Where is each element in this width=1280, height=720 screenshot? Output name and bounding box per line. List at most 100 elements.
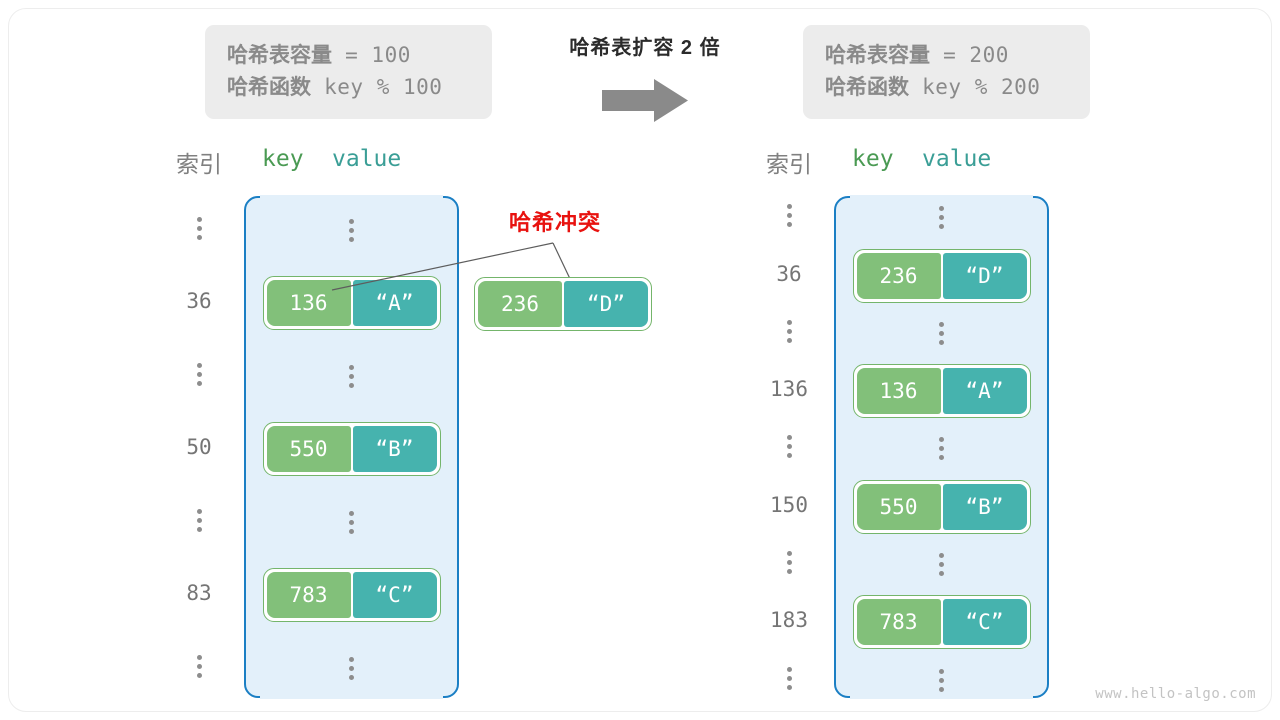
vertical-ellipsis-icon bbox=[786, 663, 792, 694]
pair-key: 550 bbox=[856, 483, 941, 530]
vertical-ellipsis-icon bbox=[349, 507, 354, 538]
bucket-cell-ellipsis bbox=[836, 314, 1047, 354]
vertical-ellipsis-icon bbox=[939, 318, 944, 349]
key-value-pair-chip: 236“D” bbox=[852, 248, 1031, 303]
right-function-expr: key % 200 bbox=[909, 75, 1041, 99]
bucket-cell-ellipsis bbox=[836, 198, 1047, 238]
index-cell bbox=[750, 543, 828, 583]
left-header-index: 索引 bbox=[176, 152, 222, 178]
pair-value: “C” bbox=[352, 572, 437, 618]
bucket-cell-ellipsis bbox=[836, 545, 1047, 585]
bucket-cell-ellipsis bbox=[246, 490, 457, 554]
pair-key: 136 bbox=[266, 280, 351, 326]
vertical-ellipsis-icon bbox=[939, 202, 944, 233]
pair-key: 136 bbox=[856, 368, 941, 415]
right-capacity-line: 哈希表容量 = 200 bbox=[825, 39, 1068, 71]
right-arrow-icon bbox=[602, 79, 688, 122]
index-cell: 136 bbox=[770, 377, 808, 402]
pair-key: 550 bbox=[266, 426, 351, 472]
key-value-pair-chip: 550“B” bbox=[262, 422, 441, 476]
right-header-index: 索引 bbox=[766, 152, 812, 178]
right-capacity-label: 哈希表容量 bbox=[825, 43, 930, 67]
vertical-ellipsis-icon bbox=[349, 215, 354, 246]
left-function-expr: key % 100 bbox=[311, 75, 443, 99]
index-cell: 83 bbox=[186, 581, 212, 605]
key-value-pair-chip: 783“C” bbox=[262, 568, 441, 622]
vertical-ellipsis-icon bbox=[349, 653, 354, 684]
diagram-frame bbox=[8, 8, 1272, 712]
vertical-ellipsis-icon bbox=[939, 549, 944, 580]
bucket-cell-ellipsis bbox=[836, 660, 1047, 700]
pair-key: 783 bbox=[856, 599, 941, 646]
bucket-cell-ellipsis bbox=[246, 344, 457, 408]
bucket-cell-ellipsis bbox=[836, 429, 1047, 469]
bucket-cell-ellipsis bbox=[246, 198, 457, 262]
index-cell bbox=[160, 634, 238, 698]
index-cell bbox=[750, 196, 828, 236]
bucket-cell-filled: 783“C” bbox=[246, 554, 457, 636]
vertical-ellipsis-icon bbox=[196, 651, 202, 682]
right-hashtable-info-box: 哈希表容量 = 200 哈希函数 key % 200 bbox=[803, 25, 1090, 119]
index-cell bbox=[160, 196, 238, 260]
key-value-pair-chip: 136“A” bbox=[852, 364, 1031, 419]
vertical-ellipsis-icon bbox=[196, 359, 202, 390]
resize-title: 哈希表扩容 2 倍 bbox=[569, 37, 721, 59]
index-cell: 150 bbox=[770, 492, 808, 517]
left-function-line: 哈希函数 key % 100 bbox=[227, 71, 470, 103]
vertical-ellipsis-icon bbox=[786, 316, 792, 347]
bucket-cell-filled: 783“C” bbox=[836, 584, 1047, 660]
hash-collision-label: 哈希冲突 bbox=[508, 210, 601, 235]
bucket-cell-filled: 550“B” bbox=[246, 408, 457, 490]
bucket-cell-filled: 236“D” bbox=[836, 238, 1047, 314]
right-header-key: key bbox=[852, 146, 894, 172]
key-value-pair-chip: 550“B” bbox=[852, 479, 1031, 534]
right-header-value: value bbox=[922, 146, 992, 172]
bucket-cell-filled: 136“A” bbox=[836, 353, 1047, 429]
index-cell bbox=[160, 342, 238, 406]
pair-key: 236 bbox=[856, 252, 941, 299]
left-bucket-column: 136“A” 550“B” 783“C” bbox=[244, 195, 459, 700]
index-cell: 36 bbox=[776, 261, 802, 286]
index-cell bbox=[750, 658, 828, 698]
left-capacity-label: 哈希表容量 bbox=[227, 43, 332, 67]
key-value-pair-chip: 136“A” bbox=[262, 276, 441, 330]
index-cell bbox=[750, 427, 828, 467]
vertical-ellipsis-icon bbox=[786, 547, 792, 578]
left-header-key: key bbox=[262, 146, 304, 172]
pair-value: “A” bbox=[352, 280, 437, 326]
colliding-pair-value: “D” bbox=[564, 281, 648, 327]
index-cell bbox=[160, 488, 238, 552]
pair-key: 783 bbox=[266, 572, 351, 618]
left-column-headers: 索引 key value bbox=[160, 145, 401, 179]
vertical-ellipsis-icon bbox=[939, 665, 944, 696]
left-header-value: value bbox=[332, 146, 402, 172]
left-capacity-expr: = 100 bbox=[332, 43, 411, 67]
vertical-ellipsis-icon bbox=[786, 431, 792, 462]
left-capacity-line: 哈希表容量 = 100 bbox=[227, 39, 470, 71]
pair-value: “D” bbox=[942, 252, 1027, 299]
right-column-headers: 索引 key value bbox=[750, 145, 991, 179]
right-function-label: 哈希函数 bbox=[825, 75, 909, 99]
pair-value: “A” bbox=[942, 368, 1027, 415]
vertical-ellipsis-icon bbox=[349, 361, 354, 392]
key-value-pair-chip: 783“C” bbox=[852, 595, 1031, 650]
collision-connector-lines bbox=[331, 242, 573, 291]
index-cell bbox=[750, 312, 828, 352]
pair-value: “B” bbox=[942, 483, 1027, 530]
vertical-ellipsis-icon bbox=[196, 213, 202, 244]
right-function-line: 哈希函数 key % 200 bbox=[825, 71, 1068, 103]
bucket-cell-ellipsis bbox=[246, 636, 457, 700]
bucket-cell-filled: 136“A” bbox=[246, 262, 457, 344]
site-watermark: www.hello-algo.com bbox=[1095, 686, 1256, 702]
pair-value: “C” bbox=[942, 599, 1027, 646]
vertical-ellipsis-icon bbox=[939, 433, 944, 464]
vertical-ellipsis-icon bbox=[196, 505, 202, 536]
colliding-pair-chip: 236 “D” bbox=[474, 277, 652, 331]
right-bucket-column: 236“D” 136“A” 550“B” 783“C” bbox=[834, 195, 1049, 700]
pair-value: “B” bbox=[352, 426, 437, 472]
colliding-pair-key: 236 bbox=[478, 281, 562, 327]
index-cell: 50 bbox=[186, 435, 212, 459]
